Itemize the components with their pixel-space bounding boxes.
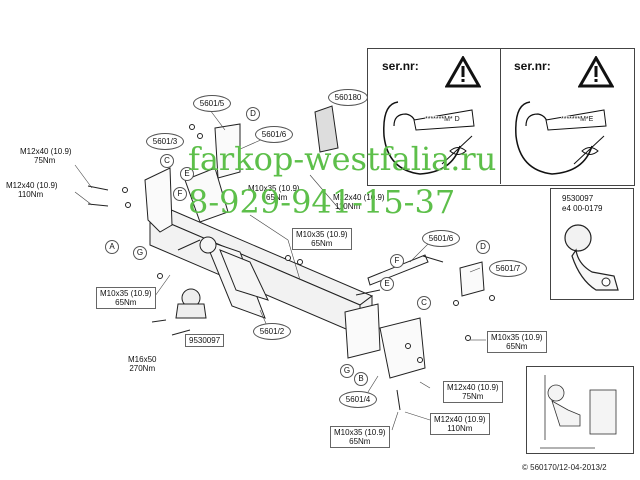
serial-label-left: ser.nr:: [382, 59, 419, 73]
letter-marker: G: [340, 364, 354, 378]
letter-marker: F: [173, 187, 187, 201]
part-bubble: 560180: [328, 89, 368, 106]
letter-marker: D: [246, 107, 260, 121]
torque-box: M12x40 (10.9)75Nm: [443, 381, 503, 403]
letter-marker: D: [476, 240, 490, 254]
ball-part-box: 9530097: [185, 334, 225, 347]
approval-code: e4 00-0179: [562, 204, 603, 213]
torque-box: M10x35 (10.9)65Nm: [487, 331, 547, 353]
letter-marker: E: [180, 167, 194, 181]
warning-icon: [578, 56, 614, 88]
detail-inset-panel: [526, 366, 634, 454]
detail-inset-drawing: [540, 375, 617, 449]
torque-label: M12x40 (10.9)110Nm: [333, 193, 385, 211]
serial-label-right: ser.nr:: [514, 59, 551, 73]
top-bracket: [214, 123, 241, 179]
ball-outline-right-icon: [515, 101, 607, 175]
center-mount: [199, 236, 269, 319]
torque-box: M12x40 (10.9)110Nm: [430, 413, 490, 435]
serial-mark-right: *******M*E: [561, 116, 594, 123]
serial-mark-left: *******M* D: [425, 116, 460, 123]
tow-ball: [175, 288, 207, 319]
torque-label: M12x40 (10.9)110Nm: [6, 181, 58, 199]
letter-marker: E: [380, 277, 394, 291]
part-bubble: 5601/3: [146, 133, 184, 150]
letter-marker: B: [354, 372, 368, 386]
warning-icon: [445, 56, 481, 88]
left-side-plate: [144, 167, 229, 233]
part-bubble: 5601/6: [255, 126, 293, 143]
torque-box: M10x35 (10.9)65Nm: [292, 228, 352, 250]
kit-bag: [314, 105, 339, 153]
torque-box: M10x35 (10.9)65Nm: [330, 426, 390, 448]
letter-marker: C: [160, 154, 174, 168]
part-bubble: 5601/4: [339, 391, 377, 408]
serial-number-divider: [500, 48, 501, 184]
torque-label: M10x35 (10.9)65Nm: [248, 184, 300, 202]
bolts: [87, 124, 495, 411]
letter-marker: F: [390, 254, 404, 268]
watermark-site: farkop-westfalia.ru: [188, 140, 497, 178]
document-footer: © 560170/12-04-2013/2: [522, 463, 607, 472]
watermark-phone: 8-929-941-15-37: [188, 183, 456, 221]
approval-part-number: 9530097: [562, 194, 594, 203]
letter-marker: G: [133, 246, 147, 260]
part-bubble: 5601/7: [489, 260, 527, 277]
part-bubble: 5601/6: [422, 230, 460, 247]
tow-ball-detail-icon: [564, 224, 619, 291]
torque-box: M10x35 (10.9)65Nm: [96, 287, 156, 309]
letter-marker: A: [105, 240, 119, 254]
letter-marker: C: [417, 296, 431, 310]
part-bubble: 5601/5: [193, 95, 231, 112]
torque-label: M12x40 (10.9)75Nm: [20, 147, 72, 165]
right-side-plate: [344, 254, 485, 379]
part-bubble: 5601/2: [253, 323, 291, 340]
